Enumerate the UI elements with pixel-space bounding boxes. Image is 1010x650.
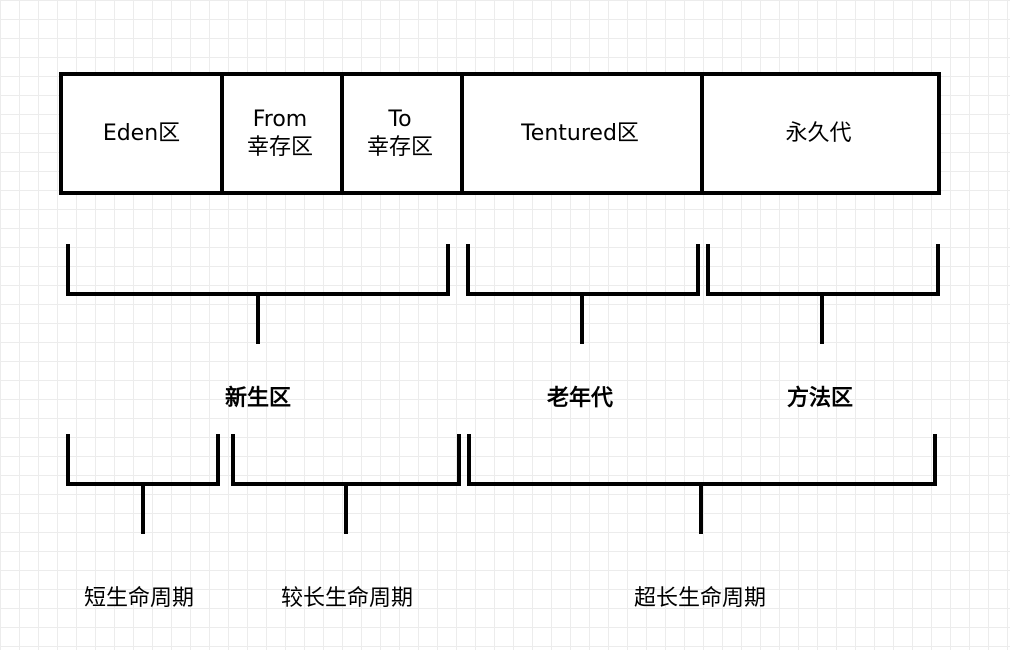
bracket-young-gen	[66, 244, 450, 344]
memory-layout-bar: Eden区 From 幸存区 To 幸存区 Tentured区 永久代	[59, 72, 941, 195]
cell-to-sublabel: 幸存区	[366, 134, 433, 160]
bracket-method-area	[706, 244, 940, 344]
cell-tenured: Tentured区	[460, 76, 704, 191]
cell-from-label: From	[252, 106, 308, 132]
bracket-very-long-life	[467, 434, 937, 534]
cell-eden-label: Eden区	[102, 120, 181, 146]
cell-tenured-label: Tentured区	[521, 120, 639, 146]
cell-from-survivor: From 幸存区	[220, 76, 344, 191]
region-label-old: 老年代	[546, 386, 613, 411]
cell-from-sublabel: 幸存区	[246, 134, 313, 160]
bracket-short-life	[66, 434, 220, 534]
cell-permanent-label: 永久代	[785, 120, 852, 146]
bracket-longer-life	[231, 434, 461, 534]
lifecycle-label-very-long: 超长生命周期	[633, 586, 766, 611]
lifecycle-label-longer: 较长生命周期	[280, 586, 413, 611]
lifecycle-label-short: 短生命周期	[83, 586, 194, 611]
cell-permanent: 永久代	[700, 76, 937, 191]
bracket-old-gen	[466, 244, 700, 344]
region-label-young: 新生区	[224, 386, 291, 411]
region-label-method: 方法区	[786, 386, 853, 411]
cell-to-label: To	[388, 106, 412, 132]
cell-eden: Eden区	[63, 76, 224, 191]
cell-to-survivor: To 幸存区	[340, 76, 464, 191]
